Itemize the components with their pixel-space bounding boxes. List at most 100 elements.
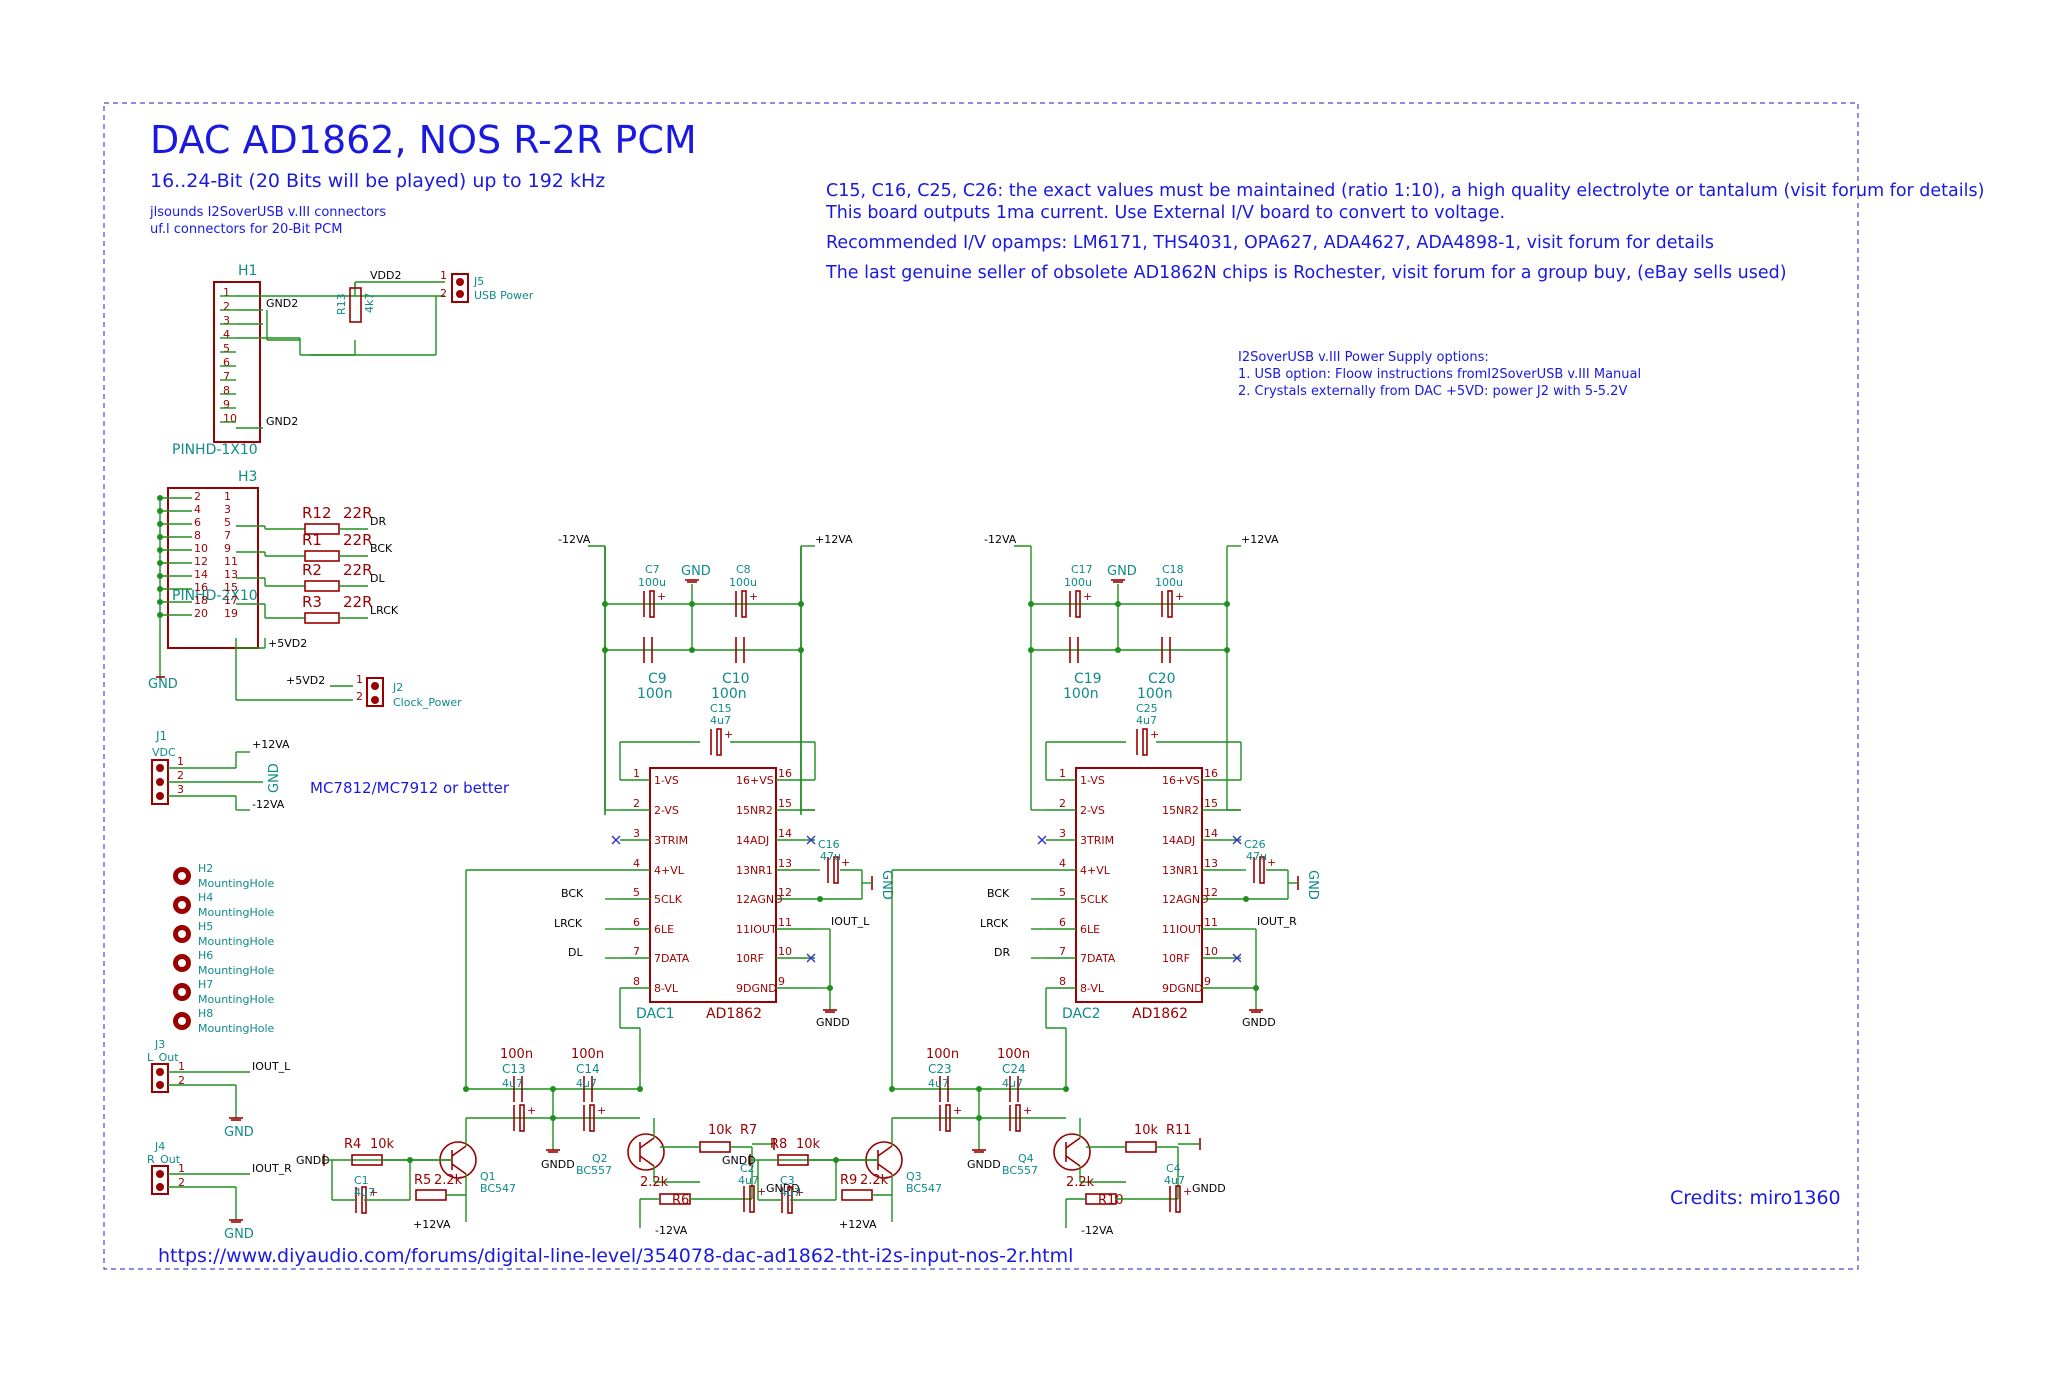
- svg-text:+: +: [369, 1186, 378, 1199]
- svg-text:BC557: BC557: [576, 1164, 612, 1177]
- svg-text:15: 15: [1204, 797, 1218, 810]
- h1-pin-4: 4: [223, 328, 230, 341]
- h3-pin-14: 14: [194, 568, 208, 581]
- h3-pin-10: 10: [194, 542, 208, 555]
- svg-text:GND: GND: [224, 1125, 254, 1140]
- svg-text:100n: 100n: [1137, 686, 1173, 702]
- svg-text:C20: C20: [1148, 671, 1176, 687]
- svg-text:BC547: BC547: [906, 1182, 942, 1195]
- svg-text:4u7: 4u7: [780, 1186, 801, 1199]
- svg-text:12AGND: 12AGND: [736, 893, 783, 906]
- svg-text:BCK: BCK: [987, 887, 1010, 900]
- svg-text:C9: C9: [648, 671, 667, 687]
- svg-text:GND2: GND2: [266, 415, 298, 428]
- svg-text:Q1: Q1: [480, 1170, 496, 1183]
- svg-text:1: 1: [633, 767, 640, 780]
- svg-text:10RF: 10RF: [1162, 952, 1190, 965]
- svg-text:C19: C19: [1074, 671, 1102, 687]
- svg-text:H4: H4: [198, 891, 213, 904]
- svg-text:R5: R5: [414, 1173, 431, 1188]
- svg-text:USB Power: USB Power: [474, 289, 534, 302]
- svg-text:Q4: Q4: [1018, 1152, 1034, 1165]
- svg-text:10k: 10k: [796, 1137, 821, 1152]
- svg-text:-12VA: -12VA: [655, 1224, 688, 1237]
- svg-text:VDC: VDC: [152, 746, 176, 759]
- svg-text:+: +: [657, 590, 666, 603]
- svg-text:BC557: BC557: [1002, 1164, 1038, 1177]
- svg-text:C7: C7: [645, 563, 660, 576]
- svg-text:C4: C4: [1166, 1162, 1181, 1175]
- svg-text:10: 10: [778, 945, 792, 958]
- svg-text:14ADJ: 14ADJ: [1162, 834, 1195, 847]
- svg-text:10k: 10k: [708, 1123, 733, 1138]
- svg-text:H3: H3: [238, 469, 257, 485]
- svg-text:+: +: [841, 856, 850, 869]
- svg-text:6LE: 6LE: [654, 923, 674, 936]
- h3-pin-3: 3: [224, 503, 231, 516]
- forum-link[interactable]: https://www.diyaudio.com/forums/digital-…: [158, 1245, 1073, 1267]
- note-line-2: This board outputs 1ma current. Use Exte…: [825, 203, 1505, 223]
- page-title: DAC AD1862, NOS R-2R PCM: [150, 118, 697, 162]
- h1-pin-2: 2: [223, 300, 230, 313]
- svg-text:GND: GND: [681, 564, 711, 579]
- svg-text:8: 8: [633, 975, 640, 988]
- svg-text:C14: C14: [576, 1062, 600, 1076]
- svg-text:4k7: 4k7: [363, 293, 376, 313]
- svg-text:BCK: BCK: [561, 887, 584, 900]
- svg-text:15NR2: 15NR2: [736, 804, 773, 817]
- h3-pin-12: 12: [194, 555, 208, 568]
- svg-text:Q2: Q2: [592, 1152, 608, 1165]
- svg-text:H2: H2: [198, 862, 213, 875]
- h3-pin-6: 6: [194, 516, 201, 529]
- svg-text:3: 3: [177, 783, 184, 796]
- svg-text:100n: 100n: [926, 1047, 959, 1062]
- h1-pin-1: 1: [223, 286, 230, 299]
- svg-text:22R: 22R: [343, 504, 373, 522]
- svg-text:C3: C3: [780, 1174, 795, 1187]
- svg-text:5CLK: 5CLK: [1080, 893, 1109, 906]
- svg-text:DR: DR: [994, 946, 1010, 959]
- svg-text:4u7: 4u7: [1164, 1174, 1185, 1187]
- note-line-4: The last genuine seller of obsolete AD18…: [825, 263, 1787, 283]
- svg-text:4+VL: 4+VL: [1080, 864, 1111, 877]
- svg-text:4u7: 4u7: [502, 1077, 523, 1090]
- svg-text:+12VA: +12VA: [839, 1218, 877, 1231]
- svg-text:3: 3: [633, 827, 640, 840]
- r13-resistor: [349, 287, 362, 323]
- h1-pin-9: 9: [223, 398, 230, 411]
- svg-text:GNDD: GNDD: [541, 1158, 575, 1171]
- svg-text:11IOUT: 11IOUT: [1162, 923, 1203, 936]
- svg-text:MountingHole: MountingHole: [198, 935, 275, 948]
- svg-text:13: 13: [1204, 857, 1218, 870]
- regulator-note: MC7812/MC7912 or better: [310, 779, 510, 797]
- svg-text:Q3: Q3: [906, 1170, 922, 1183]
- svg-text:14: 14: [1204, 827, 1218, 840]
- svg-text:22R: 22R: [343, 561, 373, 579]
- svg-text:+12VA: +12VA: [413, 1218, 451, 1231]
- svg-text:100n: 100n: [1063, 686, 1099, 702]
- svg-text:11IOUT: 11IOUT: [736, 923, 777, 936]
- svg-text:2.2k: 2.2k: [860, 1173, 889, 1188]
- svg-text:R8: R8: [770, 1137, 787, 1152]
- h3-pin-11: 11: [224, 555, 238, 568]
- sheet-frame: [103, 102, 1859, 1270]
- svg-text:3TRIM: 3TRIM: [1080, 834, 1114, 847]
- h3-pin-8: 8: [194, 529, 201, 542]
- note-line-1: C15, C16, C25, C26: the exact values mus…: [826, 181, 1984, 201]
- svg-text:C17: C17: [1071, 563, 1093, 576]
- svg-text:100u: 100u: [1155, 576, 1183, 589]
- svg-text:GND: GND: [148, 677, 178, 692]
- svg-text:1: 1: [356, 673, 363, 686]
- svg-text:12: 12: [1204, 886, 1218, 899]
- svg-text:4: 4: [633, 857, 640, 870]
- svg-text:1-VS: 1-VS: [1080, 774, 1105, 787]
- svg-text:Clock_Power: Clock_Power: [393, 696, 462, 709]
- svg-text:PINHD-1X10: PINHD-1X10: [172, 442, 258, 458]
- svg-text:GNDD: GNDD: [967, 1158, 1001, 1171]
- h1-pin-5: 5: [223, 342, 230, 355]
